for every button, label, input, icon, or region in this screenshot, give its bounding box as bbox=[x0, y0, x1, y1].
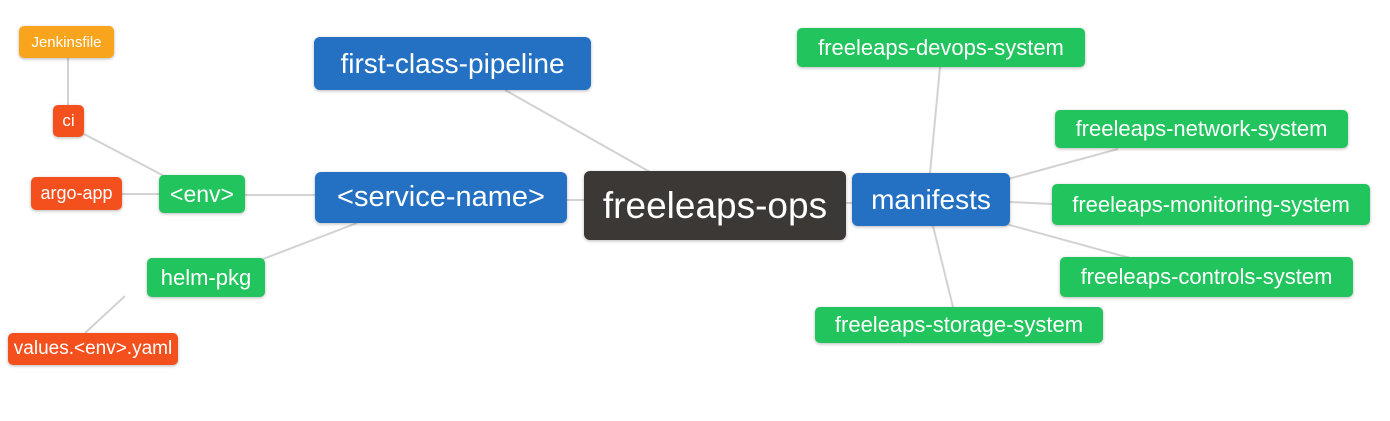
node-freeleaps-storage-system[interactable]: freeleaps-storage-system bbox=[815, 307, 1103, 343]
node-env[interactable]: <env> bbox=[159, 175, 245, 213]
link-manifests-devops bbox=[929, 66, 941, 174]
link-service-name-helm-pkg bbox=[262, 222, 358, 260]
node-first-class-pipeline[interactable]: first-class-pipeline bbox=[314, 37, 591, 90]
node-argo-app[interactable]: argo-app bbox=[31, 177, 122, 210]
link-manifests-controls bbox=[1005, 223, 1131, 259]
node-freeleaps-monitoring-system[interactable]: freeleaps-monitoring-system bbox=[1052, 184, 1370, 225]
link-manifests-network bbox=[1007, 148, 1119, 180]
link-pipeline-root bbox=[504, 89, 651, 173]
link-helm-pkg-values bbox=[84, 295, 126, 334]
node-freeleaps-network-system[interactable]: freeleaps-network-system bbox=[1055, 110, 1348, 148]
node-freeleaps-devops-system[interactable]: freeleaps-devops-system bbox=[797, 28, 1085, 67]
link-manifests-monitoring bbox=[1009, 201, 1053, 205]
node-jenkinsfile[interactable]: Jenkinsfile bbox=[19, 26, 114, 58]
link-manifests-storage bbox=[932, 225, 954, 308]
node-helm-pkg[interactable]: helm-pkg bbox=[147, 258, 265, 297]
node-manifests[interactable]: manifests bbox=[852, 173, 1010, 226]
node-values-env-yaml[interactable]: values.<env>.yaml bbox=[8, 333, 178, 365]
node-freeleaps-controls-system[interactable]: freeleaps-controls-system bbox=[1060, 257, 1353, 297]
node-freeleaps-ops-root[interactable]: freeleaps-ops bbox=[584, 171, 846, 240]
link-ci-env bbox=[83, 133, 167, 178]
node-ci[interactable]: ci bbox=[53, 105, 84, 137]
node-service-name[interactable]: <service-name> bbox=[315, 172, 567, 223]
